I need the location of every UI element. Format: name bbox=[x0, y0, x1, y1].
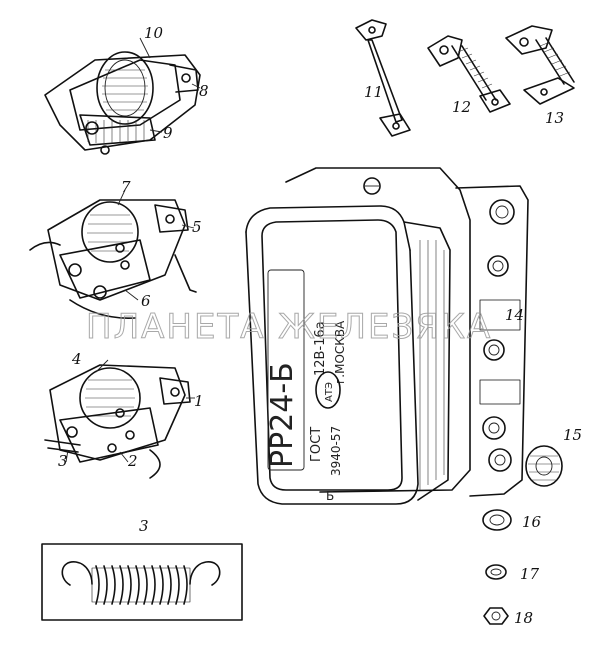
marking-letter: Б bbox=[326, 489, 334, 503]
label-2: 2 bbox=[127, 452, 138, 470]
label-17: 17 bbox=[520, 565, 540, 583]
label-8: 8 bbox=[199, 82, 209, 100]
relay-regulator-body bbox=[245, 167, 529, 505]
resistor-13 bbox=[505, 25, 575, 105]
label-13: 13 bbox=[545, 109, 564, 127]
label-10: 10 bbox=[144, 24, 164, 42]
label-18: 18 bbox=[514, 609, 533, 627]
marking-rating: 12В-16а bbox=[313, 321, 328, 376]
marking-maker: г.МОСКВА bbox=[333, 320, 347, 384]
label-1: 1 bbox=[194, 392, 204, 410]
marking-logo: АТЭ bbox=[324, 382, 335, 402]
label-3: 3 bbox=[58, 452, 68, 470]
bushing-15 bbox=[525, 445, 563, 487]
marking-model: PP24-Б bbox=[265, 362, 300, 468]
label-16: 16 bbox=[522, 513, 542, 531]
resistor-12 bbox=[427, 35, 511, 113]
label-6: 6 bbox=[141, 292, 151, 310]
spring-inset bbox=[41, 543, 243, 621]
label-15: 15 bbox=[563, 426, 582, 444]
marking-standard: ГОСТ bbox=[309, 427, 324, 462]
marking-standard-number: 3940-57 bbox=[329, 426, 343, 476]
washer-16 bbox=[482, 509, 512, 531]
label-4: 4 bbox=[71, 350, 82, 368]
relay-element-top bbox=[44, 37, 201, 155]
label-5: 5 bbox=[192, 218, 202, 236]
nut-18 bbox=[483, 607, 509, 625]
label-14: 14 bbox=[505, 306, 524, 324]
label-9: 9 bbox=[163, 124, 173, 142]
relay-cover-marking: PP24-Б 12В-16а г.МОСКВА АТЭ ГОСТ 3940-57… bbox=[265, 269, 347, 503]
resistor-11 bbox=[355, 19, 411, 137]
relay-element-middle bbox=[29, 189, 197, 319]
label-12: 12 bbox=[452, 98, 471, 116]
label-11: 11 bbox=[364, 83, 383, 101]
label-7: 7 bbox=[121, 178, 131, 196]
watermark: ПЛАНЕТА ЖЕЛЕЗЯКА bbox=[86, 307, 492, 347]
spring-caption-3: 3 bbox=[139, 517, 149, 535]
relay-element-lower bbox=[44, 359, 195, 479]
lock-washer-17 bbox=[485, 564, 507, 580]
